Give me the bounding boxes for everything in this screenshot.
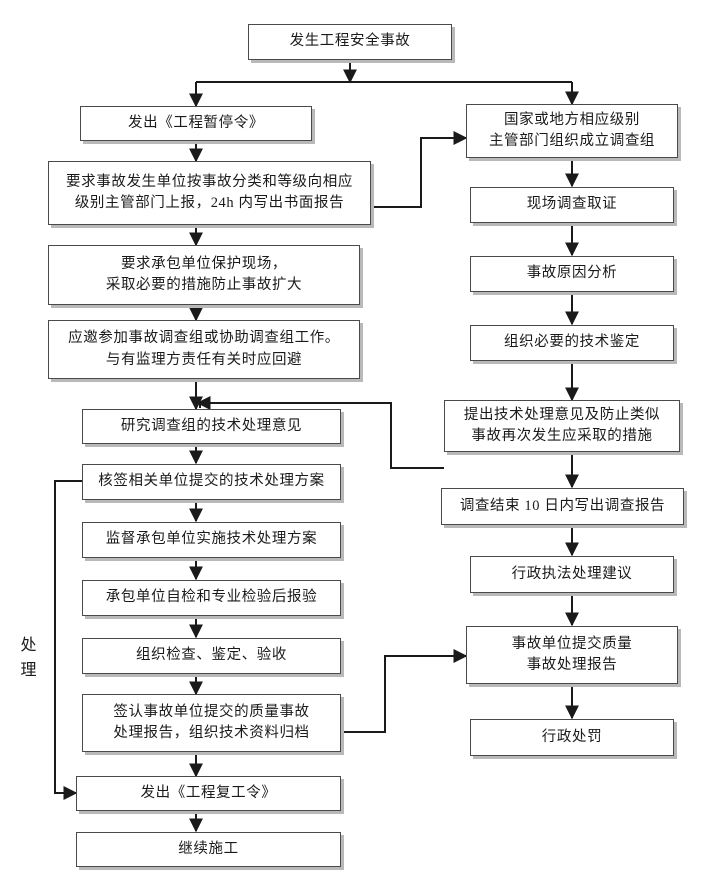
node-l2-line-1: 级别主管部门上报，24h 内写出书面报告 [74, 195, 345, 211]
node-r7-line-0: 行政执法处理建议 [511, 565, 633, 582]
node-protect-site[interactable]: 要求承包单位保护现场， 采取必要的措施防止事故扩大 [48, 245, 360, 305]
node-l2-line-0: 要求事故发生单位按事故分类和等级向相应 [66, 173, 353, 190]
node-self-inspection-report[interactable]: 承包单位自检和专业检验后报验 [82, 580, 341, 616]
node-r1-line-1: 主管部门组织成立调查组 [488, 133, 656, 149]
node-r1-line-0: 国家或地方相应级别 [504, 111, 640, 128]
node-l12-line-0: 继续施工 [178, 840, 239, 857]
node-l5-line-0: 研究调查组的技术处理意见 [120, 417, 303, 434]
node-l1-line-0: 发出《工程暂停令》 [128, 114, 264, 131]
node-cause-analysis[interactable]: 事故原因分析 [470, 256, 674, 292]
node-supervise-implementation[interactable]: 监督承包单位实施技术处理方案 [82, 522, 341, 558]
node-r9-line-0: 行政处罚 [541, 728, 603, 745]
wire-l2-to-r1 [371, 131, 468, 208]
node-propose-measures[interactable]: 提出技术处理意见及防止类似 事故再次发生应采取的措施 [444, 400, 680, 452]
node-l10-line-1: 处理报告，组织技术资料归档 [113, 725, 310, 741]
node-law-enforcement-suggestion[interactable]: 行政执法处理建议 [470, 556, 674, 593]
node-l3-line-0: 要求承包单位保护现场， [120, 255, 288, 272]
node-l11-line-0: 发出《工程复工令》 [140, 784, 277, 801]
node-l9-line-0: 组织检查、鉴定、验收 [136, 647, 287, 664]
node-r5-line-0: 提出技术处理意见及防止类似 [463, 406, 661, 423]
node-r2-line-0: 现场调查取证 [526, 196, 618, 213]
wire-l10-to-r8 [341, 649, 468, 733]
node-sign-quality-report-archive[interactable]: 签认事故单位提交的质量事故 处理报告，组织技术资料归档 [82, 694, 341, 752]
node-countersign-technical-plan[interactable]: 核签相关单位提交的技术处理方案 [82, 464, 341, 500]
node-r8-line-1: 事故处理报告 [526, 657, 618, 673]
node-site-investigation-evidence[interactable]: 现场调查取证 [470, 187, 674, 223]
node-establish-investigation-group[interactable]: 国家或地方相应级别 主管部门组织成立调查组 [466, 104, 678, 158]
node-l4-line-1: 与有监理方责任有关时应回避 [105, 351, 303, 368]
node-r6-line-0: 调查结束 10 日内写出调查报告 [459, 497, 666, 514]
node-l10-line-0: 签认事故单位提交的质量事故 [113, 703, 310, 720]
node-l3-line-1: 采取必要的措施防止事故扩大 [105, 277, 303, 293]
node-unit-submits-quality-report[interactable]: 事故单位提交质量 事故处理报告 [466, 626, 678, 684]
node-issue-resumption-order[interactable]: 发出《工程复工令》 [76, 776, 341, 811]
node-l4-line-0: 应邀参加事故调查组或协助调查组工作。 [68, 330, 340, 347]
node-r4-line-0: 组织必要的技术鉴定 [504, 334, 640, 351]
node-technical-appraisal[interactable]: 组织必要的技术鉴定 [470, 325, 674, 361]
node-issue-suspension-order[interactable]: 发出《工程暂停令》 [80, 106, 312, 141]
node-r3-line-0: 事故原因分析 [526, 265, 618, 282]
node-r5-line-1: 事故再次发生应采取的措施 [471, 428, 653, 444]
node-start[interactable]: 发生工程安全事故 [248, 24, 452, 60]
node-r8-line-0: 事故单位提交质量 [511, 635, 633, 652]
node-continue-construction[interactable]: 继续施工 [76, 832, 341, 867]
node-administrative-penalty[interactable]: 行政处罚 [470, 719, 674, 756]
node-start-line-0: 发生工程安全事故 [289, 33, 411, 50]
node-investigation-report-10-days[interactable]: 调查结束 10 日内写出调查报告 [441, 488, 684, 525]
node-l8-line-0: 承包单位自检和专业检验后报验 [105, 589, 318, 606]
node-study-technical-opinion[interactable]: 研究调查组的技术处理意见 [82, 409, 341, 444]
node-report-to-authority[interactable]: 要求事故发生单位按事故分类和等级向相应 级别主管部门上报，24h 内写出书面报告 [48, 161, 371, 225]
side-label-handling: 处理 [20, 637, 38, 679]
node-l7-line-0: 监督承包单位实施技术处理方案 [105, 531, 318, 548]
node-join-investigation-group[interactable]: 应邀参加事故调查组或协助调查组工作。 与有监理方责任有关时应回避 [48, 320, 360, 379]
wire-l6-to-l11-return [54, 480, 82, 800]
node-organize-inspection-acceptance[interactable]: 组织检查、鉴定、验收 [82, 638, 341, 674]
node-l6-line-0: 核签相关单位提交的技术处理方案 [98, 473, 325, 490]
